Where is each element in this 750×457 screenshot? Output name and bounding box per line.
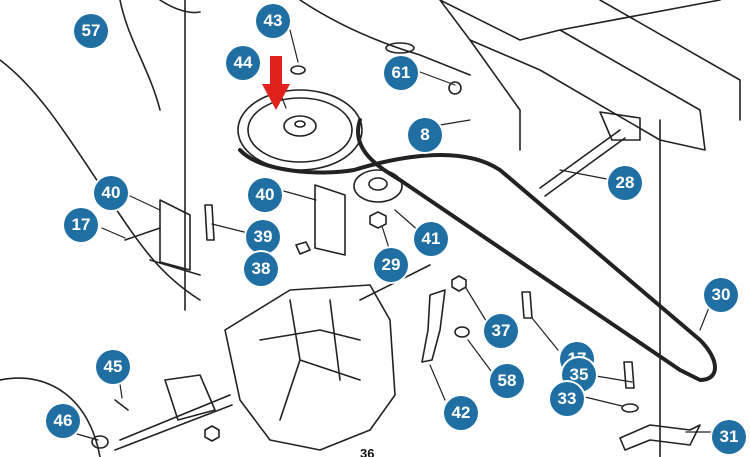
- callout-29: 29: [374, 248, 408, 282]
- bracket-40-left: [149, 199, 201, 276]
- frame-bracket: [599, 0, 741, 121]
- axle-left: [114, 394, 233, 451]
- washer-43: [290, 65, 306, 75]
- input-shaft: [359, 264, 431, 301]
- bracket-31: [619, 424, 701, 451]
- fitting-8: [448, 81, 462, 95]
- spring-61: [385, 42, 415, 54]
- part-38: [295, 241, 311, 255]
- frame-line-2: [159, 0, 201, 14]
- pulley-44-hub: [283, 115, 317, 137]
- frame-rail-lower: [469, 0, 721, 151]
- callout-57: 57: [74, 14, 108, 48]
- pulley-44: [237, 89, 363, 171]
- bolt-17b: [521, 291, 533, 319]
- wheel-46: [0, 377, 101, 457]
- leader-lines: [69, 29, 723, 441]
- callout-37: 37: [484, 314, 518, 348]
- callout-42: 42: [444, 396, 478, 430]
- pin-45: [114, 399, 129, 411]
- callout-30: 30: [704, 278, 738, 312]
- callout-31: 31: [712, 420, 746, 454]
- transaxle-36: [224, 284, 396, 451]
- bolt-35: [623, 361, 635, 389]
- transaxle-detail: [259, 299, 361, 421]
- hub-46: [91, 435, 109, 449]
- callout-40-right: 40: [248, 178, 282, 212]
- callout-44: 44: [226, 46, 260, 80]
- callout-17-left: 17: [64, 208, 98, 242]
- bracket-40-right: [314, 184, 346, 256]
- idler-pulley-41: [353, 169, 403, 203]
- callout-41: 41: [414, 222, 448, 256]
- pulley-44-inner: [247, 97, 353, 163]
- callout-61: 61: [384, 56, 418, 90]
- torque-bracket-42: [421, 289, 446, 363]
- nut-37: [451, 275, 467, 292]
- callout-45: 45: [96, 350, 130, 384]
- washer-33: [621, 403, 639, 413]
- partial-label-36: 36: [360, 446, 375, 457]
- callout-33: 33: [550, 382, 584, 416]
- callout-58: 58: [490, 364, 524, 398]
- nut-small: [204, 425, 220, 442]
- pulley-44-bore: [294, 120, 306, 128]
- drive-belt-30: [238, 118, 717, 382]
- callout-40-left: 40: [94, 176, 128, 210]
- red-arrow-icon: [262, 56, 290, 110]
- chassis-edge: [119, 0, 161, 111]
- callout-8: 8: [408, 118, 442, 152]
- washer-58: [454, 326, 470, 338]
- idler-pulley-41-hub: [368, 177, 388, 191]
- bracket-28: [599, 111, 641, 141]
- callout-39: 39: [246, 220, 280, 254]
- bolt-39: [204, 204, 215, 241]
- bolt-17a: [124, 227, 161, 241]
- rod: [539, 129, 626, 197]
- cable-61: [299, 0, 471, 76]
- callout-43: 43: [256, 4, 290, 38]
- axle-hub: [164, 374, 216, 421]
- callout-46: 46: [46, 404, 80, 438]
- nut-29: [369, 211, 387, 229]
- callout-28: 28: [608, 166, 642, 200]
- callout-38: 38: [244, 252, 278, 286]
- frame-rail: [439, 0, 706, 151]
